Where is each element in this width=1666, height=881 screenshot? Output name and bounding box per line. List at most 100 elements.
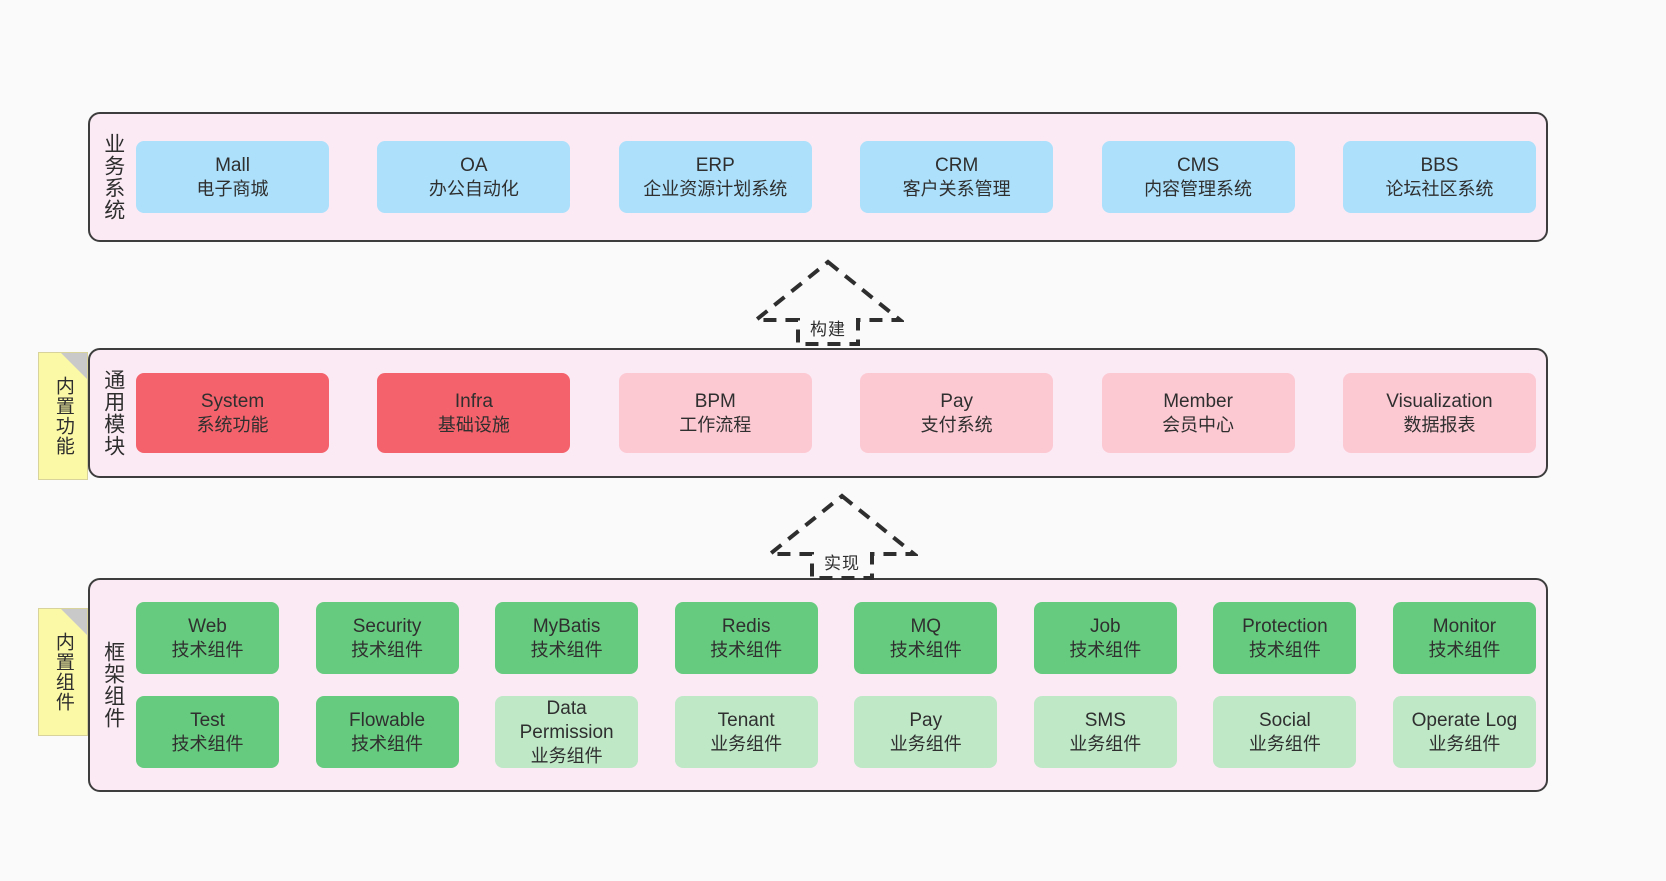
framework-card-row-2: Test 技术组件 Flowable 技术组件 Data Permission …	[136, 696, 1536, 768]
card-title: Security	[352, 615, 422, 637]
layer-title-framework: 框架组件	[101, 641, 125, 729]
card-subtitle: 基础设施	[437, 414, 510, 435]
card-web[interactable]: Web 技术组件	[136, 602, 279, 674]
card-title: Web	[188, 615, 227, 637]
card-tenant[interactable]: Tenant 业务组件	[674, 696, 818, 768]
card-system[interactable]: System 系统功能	[136, 373, 329, 453]
card-subtitle: 业务组件	[889, 733, 962, 754]
arrow-realize-label: 实现	[824, 554, 860, 573]
card-erp[interactable]: ERP 企业资源计划系统	[618, 141, 812, 213]
card-mybatis[interactable]: MyBatis 技术组件	[495, 602, 639, 674]
card-operate-log[interactable]: Operate Log 业务组件	[1392, 696, 1536, 768]
card-title: System	[200, 390, 265, 412]
card-title: Data Permission	[519, 698, 614, 743]
card-title: OA	[460, 154, 488, 176]
card-subtitle: 技术组件	[1428, 639, 1501, 660]
arrow-build: 构建	[752, 258, 904, 346]
card-title: Redis	[721, 615, 771, 637]
card-mq[interactable]: MQ 技术组件	[854, 602, 998, 674]
card-subtitle: 电子商城	[196, 178, 269, 199]
card-title: Protection	[1242, 615, 1328, 637]
card-subtitle: 技术组件	[530, 639, 603, 660]
card-subtitle: 内容管理系统	[1144, 178, 1253, 199]
card-title: Visualization	[1386, 390, 1493, 412]
card-title: Infra	[454, 390, 493, 412]
layer-business-systems: 业务系统 Mall 电子商城 OA 办公自动化 ERP 企业资源计划系统 CRM…	[88, 112, 1548, 242]
card-subtitle: 技术组件	[351, 639, 424, 660]
card-job[interactable]: Job 技术组件	[1033, 602, 1177, 674]
layer-title-business: 业务系统	[101, 133, 125, 221]
card-title: Test	[190, 709, 225, 731]
card-social[interactable]: Social 业务组件	[1213, 696, 1357, 768]
layer-title-common: 通用模块	[101, 369, 125, 457]
card-title: MQ	[910, 615, 942, 637]
card-subtitle: 业务组件	[1248, 733, 1321, 754]
card-title: BBS	[1420, 154, 1459, 176]
card-subtitle: 企业资源计划系统	[643, 178, 788, 199]
card-title: CMS	[1176, 154, 1220, 176]
card-subtitle: 业务组件	[1428, 733, 1501, 754]
note-fold-corner-icon	[61, 609, 87, 635]
card-security[interactable]: Security 技术组件	[315, 602, 459, 674]
card-pay-component[interactable]: Pay 业务组件	[854, 696, 998, 768]
card-title: Social	[1259, 709, 1311, 731]
card-bbs[interactable]: BBS 论坛社区系统	[1342, 141, 1536, 213]
card-data-permission[interactable]: Data Permission 业务组件	[495, 696, 639, 768]
card-flowable[interactable]: Flowable 技术组件	[315, 696, 459, 768]
card-title: BPM	[694, 390, 736, 412]
card-subtitle: 技术组件	[1069, 639, 1142, 660]
card-subtitle: 技术组件	[351, 733, 424, 754]
card-title: Monitor	[1432, 615, 1497, 637]
card-subtitle: 业务组件	[710, 733, 783, 754]
layer-body-framework: Web 技术组件 Security 技术组件 MyBatis 技术组件 Redi…	[136, 580, 1546, 790]
arrow-realize: 实现	[766, 492, 918, 580]
card-visualization[interactable]: Visualization 数据报表	[1342, 373, 1536, 453]
card-title: Operate Log	[1411, 709, 1518, 731]
card-subtitle: 技术组件	[889, 639, 962, 660]
card-title: SMS	[1084, 709, 1126, 731]
card-title: ERP	[695, 154, 735, 176]
card-subtitle: 论坛社区系统	[1385, 178, 1494, 199]
card-subtitle: 会员中心	[1162, 414, 1235, 435]
card-title: Mall	[215, 154, 250, 176]
card-subtitle: 技术组件	[710, 639, 783, 660]
layer-common-modules: 通用模块 System 系统功能 Infra 基础设施 BPM 工作流程 Pay…	[88, 348, 1548, 478]
note-fold-corner-icon	[61, 353, 87, 379]
card-oa[interactable]: OA 办公自动化	[377, 141, 571, 213]
card-title: Flowable	[349, 709, 426, 731]
card-test[interactable]: Test 技术组件	[136, 696, 279, 768]
card-subtitle: 数据报表	[1403, 414, 1476, 435]
note-label: 内置功能	[52, 376, 74, 456]
card-title: Pay	[940, 390, 974, 412]
card-subtitle: 支付系统	[920, 414, 993, 435]
card-monitor[interactable]: Monitor 技术组件	[1392, 602, 1536, 674]
card-title: Tenant	[717, 709, 775, 731]
card-protection[interactable]: Protection 技术组件	[1213, 602, 1357, 674]
card-bpm[interactable]: BPM 工作流程	[618, 373, 812, 453]
card-crm[interactable]: CRM 客户关系管理	[860, 141, 1054, 213]
note-built-in-components: 内置组件	[38, 608, 88, 736]
card-sms[interactable]: SMS 业务组件	[1033, 696, 1177, 768]
note-label: 内置组件	[52, 632, 74, 712]
card-title: Job	[1089, 615, 1121, 637]
layer-body-business: Mall 电子商城 OA 办公自动化 ERP 企业资源计划系统 CRM 客户关系…	[136, 114, 1546, 240]
common-card-row: System 系统功能 Infra 基础设施 BPM 工作流程 Pay 支付系统…	[136, 373, 1536, 453]
card-subtitle: 技术组件	[1248, 639, 1321, 660]
business-card-row: Mall 电子商城 OA 办公自动化 ERP 企业资源计划系统 CRM 客户关系…	[136, 141, 1536, 213]
framework-card-row-1: Web 技术组件 Security 技术组件 MyBatis 技术组件 Redi…	[136, 602, 1536, 674]
card-subtitle: 技术组件	[171, 639, 244, 660]
note-built-in-functions: 内置功能	[38, 352, 88, 480]
card-subtitle: 业务组件	[1069, 733, 1142, 754]
layer-body-common: System 系统功能 Infra 基础设施 BPM 工作流程 Pay 支付系统…	[136, 350, 1546, 476]
layer-framework-components: 框架组件 Web 技术组件 Security 技术组件 MyBatis 技术组件…	[88, 578, 1548, 792]
card-cms[interactable]: CMS 内容管理系统	[1101, 141, 1295, 213]
card-infra[interactable]: Infra 基础设施	[377, 373, 571, 453]
card-mall[interactable]: Mall 电子商城	[136, 141, 329, 213]
card-title: Pay	[909, 709, 943, 731]
card-member[interactable]: Member 会员中心	[1101, 373, 1295, 453]
card-subtitle: 业务组件	[530, 745, 603, 766]
card-subtitle: 技术组件	[171, 733, 244, 754]
card-redis[interactable]: Redis 技术组件	[674, 602, 818, 674]
card-pay-module[interactable]: Pay 支付系统	[860, 373, 1054, 453]
